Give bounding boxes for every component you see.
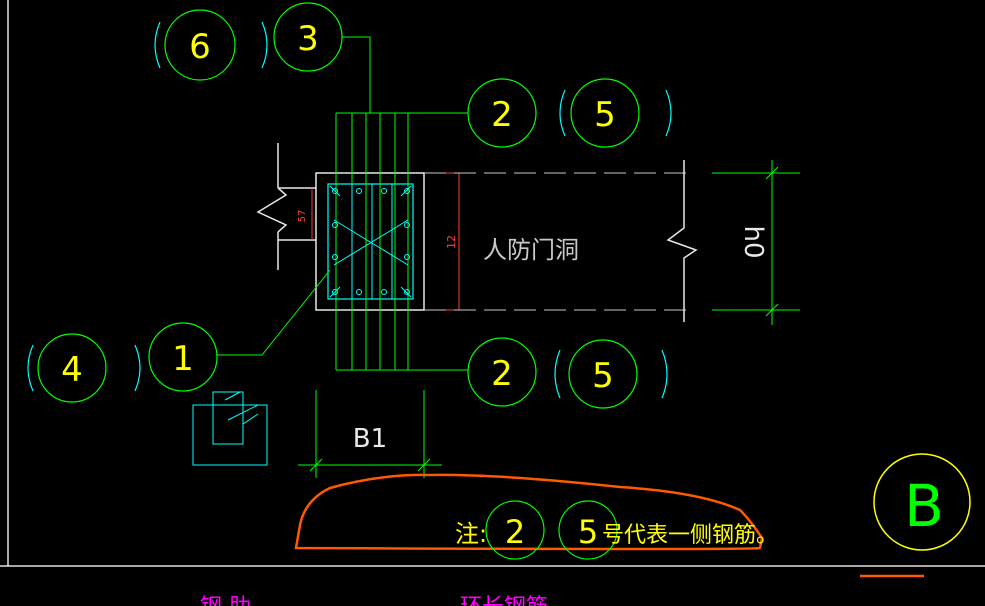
callout-5-top: 5 <box>594 95 616 135</box>
vertical-rebar-lines <box>335 113 409 370</box>
callout-circles <box>37 2 640 409</box>
leader-lines <box>216 36 468 371</box>
callout-parentheses <box>27 21 672 399</box>
h0-dimension <box>712 160 800 325</box>
callout-6: 6 <box>189 27 211 67</box>
opening-label: 人防门洞 <box>483 236 579 264</box>
note-num-a: 2 <box>505 513 525 551</box>
column-stirrup <box>327 183 414 300</box>
callout-5-bottom: 5 <box>592 356 614 396</box>
cross-ties <box>333 219 409 266</box>
opening-break-line <box>666 160 698 322</box>
dim-57-label: 57 <box>297 210 308 223</box>
h0-label: h0 <box>738 225 768 258</box>
stirrup-hooks <box>329 185 412 298</box>
callout-2-top: 2 <box>491 95 513 135</box>
callout-3: 3 <box>297 19 319 59</box>
note-suffix: 号代表一侧钢筋。 <box>602 523 778 548</box>
callout-4: 4 <box>61 350 83 390</box>
column-outline <box>315 172 425 311</box>
b1-dimension <box>298 390 442 478</box>
b1-label: B1 <box>353 424 387 454</box>
rebar-dots <box>332 188 410 295</box>
note-circle-b <box>558 500 618 560</box>
section-symbol <box>192 391 268 466</box>
opening-edges <box>424 172 690 311</box>
grid-bubble <box>873 453 971 551</box>
callout-2-bottom: 2 <box>491 354 513 394</box>
grid-bubble-label: B <box>904 472 944 540</box>
dim-12-label: 12 <box>445 235 458 249</box>
callout-1: 1 <box>172 339 194 379</box>
column-section <box>315 113 425 370</box>
footer-mid-text: 环长钢筋 <box>460 595 548 606</box>
revision-cloud <box>294 473 764 551</box>
note-num-b: 5 <box>578 513 598 551</box>
footer-left-text: 钢 肋 <box>200 595 251 606</box>
note-circle-a <box>485 500 545 560</box>
wall-break-left <box>256 143 316 270</box>
note-prefix: 注: <box>455 520 487 548</box>
